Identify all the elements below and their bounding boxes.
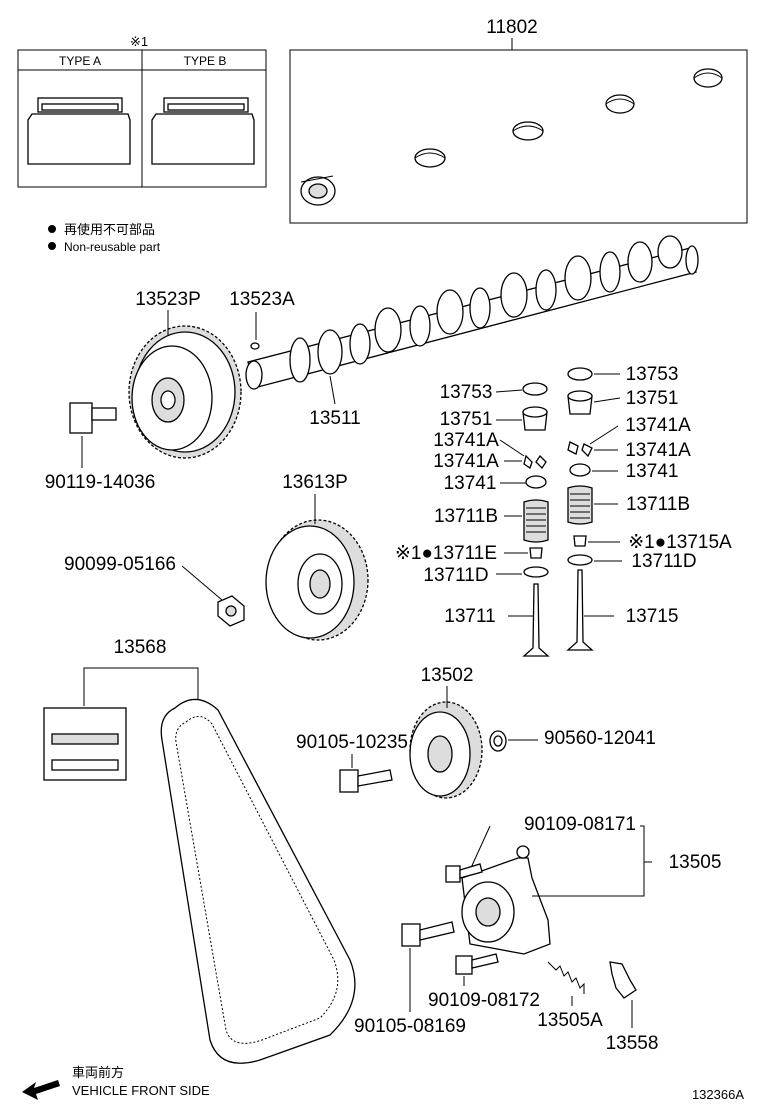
type-a-header: TYPE A	[59, 54, 101, 68]
diagram-id: 132366A	[692, 1087, 744, 1102]
type-b-seal-illustration	[151, 97, 255, 165]
label-90109-08172: 90109-08172	[428, 990, 540, 1011]
vehicle-front-jp: 車両前方	[72, 1065, 124, 1080]
label-13505A: 13505A	[537, 1010, 603, 1031]
label-right-13751: 13751	[626, 388, 679, 409]
idler-pulley	[409, 701, 483, 799]
type-table-note-mark: ※1	[130, 34, 148, 49]
label-right-13753: 13753	[626, 364, 679, 385]
bearing-icon	[414, 148, 446, 168]
sprocket-bolt	[69, 402, 117, 434]
knock-pin	[250, 342, 260, 350]
front-direction-arrow-icon	[22, 1080, 60, 1100]
bearing-icon	[512, 121, 544, 141]
tensioner-bolt-c	[455, 953, 499, 975]
crank-sprocket	[265, 519, 369, 641]
valve-parts-left	[522, 382, 550, 657]
label-left-13741A-a: 13741A	[433, 430, 499, 451]
label-90105-10235: 90105-10235	[296, 732, 408, 753]
cam-sprocket	[128, 325, 242, 459]
legend-en: Non-reusable part	[64, 240, 161, 254]
tensioner-assembly	[461, 845, 551, 955]
legend-jp: 再使用不可部品	[64, 222, 155, 237]
label-left-13741A-b: 13741A	[433, 451, 499, 472]
label-left-13711D: 13711D	[423, 565, 488, 586]
label-left-13741: 13741	[444, 473, 497, 494]
idler-bolt	[339, 769, 393, 793]
label-13502: 13502	[421, 665, 474, 686]
bearing-icon	[300, 175, 336, 206]
label-right-13715A: ※1●13715A	[628, 532, 732, 553]
type-b-header: TYPE B	[184, 54, 227, 68]
label-11802: 11802	[486, 17, 537, 38]
bearing-icon	[605, 94, 635, 114]
label-13523A: 13523A	[229, 289, 295, 310]
label-13613P: 13613P	[282, 472, 348, 493]
label-90119-14036: 90119-14036	[45, 472, 156, 493]
label-right-13711D: 13711D	[631, 551, 696, 572]
label-13558: 13558	[606, 1033, 659, 1054]
tensioner-bolt-a	[445, 863, 483, 883]
bracket	[609, 961, 637, 999]
label-90099-05166: 90099-05166	[64, 554, 176, 575]
label-90560-12041: 90560-12041	[544, 728, 656, 749]
label-right-13711B: 13711B	[626, 494, 690, 515]
label-right-13741: 13741	[626, 461, 679, 482]
type-a-seal-illustration	[27, 97, 131, 165]
tensioner-bolt-b	[401, 921, 455, 947]
camshaft	[245, 235, 699, 390]
legend: 再使用不可部品 Non-reusable part	[48, 222, 161, 254]
label-left-13751: 13751	[440, 409, 493, 430]
hex-nut	[217, 595, 245, 627]
label-left-13711: 13711	[444, 606, 495, 627]
bearing-icon	[693, 68, 723, 88]
label-left-13753: 13753	[440, 382, 493, 403]
timing-belt	[160, 698, 356, 1064]
washer	[489, 730, 507, 752]
belt-label-card	[43, 707, 127, 781]
label-90105-08169: 90105-08169	[354, 1016, 466, 1037]
type-table: ※1 TYPE A TYPE B	[17, 34, 267, 188]
label-left-13711B: 13711B	[434, 506, 498, 527]
label-13568: 13568	[114, 637, 167, 658]
label-right-13715: 13715	[626, 606, 679, 627]
bearing-set-11802: 11802	[289, 17, 748, 224]
label-13511: 13511	[309, 408, 360, 429]
label-13523P: 13523P	[135, 289, 201, 310]
label-right-13741A-b: 13741A	[625, 440, 691, 461]
label-13505: 13505	[669, 852, 722, 873]
label-90109-08171: 90109-08171	[524, 814, 636, 835]
tensioner-spring	[547, 961, 585, 994]
vehicle-front-en: VEHICLE FRONT SIDE	[72, 1083, 210, 1098]
label-left-13711E: ※1●13711E	[395, 543, 497, 564]
valve-parts-right	[566, 367, 594, 651]
label-right-13741A-a: 13741A	[625, 415, 691, 436]
